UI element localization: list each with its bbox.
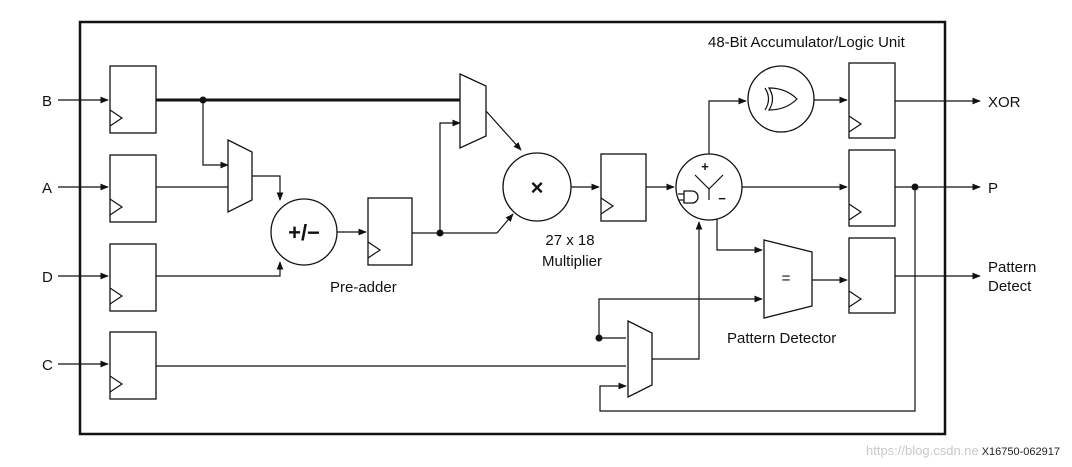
input-a-label: A <box>42 180 52 197</box>
alu-circle <box>675 153 743 221</box>
alu-and-gate-icon <box>683 190 699 204</box>
mux-to-preadder-wire <box>252 175 284 201</box>
output-p-label: P <box>988 180 998 197</box>
ad-to-multiplier-wire <box>496 213 514 234</box>
preadder-symbol: +/− <box>288 220 320 245</box>
ab-mux <box>227 138 253 214</box>
ad-to-bmux-wire <box>439 119 461 233</box>
multiplier-input-mux <box>459 72 487 150</box>
cmux-to-alu-wire <box>652 221 703 360</box>
cp-mux <box>627 319 653 399</box>
xor-gate-icon <box>767 87 798 111</box>
pattern-detector-label: Pattern Detector <box>727 330 836 347</box>
register-c <box>109 331 157 400</box>
c-to-pattern-wire <box>598 295 763 338</box>
alu-to-pattern-wire <box>716 219 763 254</box>
dsp-slice-frame <box>78 20 947 436</box>
pattern-equal-symbol: = <box>782 270 791 287</box>
watermark-text: https://blog.csdn.ne <box>866 443 979 458</box>
multiplier-size-label: 27 x 18 <box>545 232 594 249</box>
alu-y-left <box>694 174 710 190</box>
register-xor-out <box>848 62 896 139</box>
register-b <box>109 65 157 134</box>
pattern-detector-block <box>763 239 813 319</box>
register-a <box>109 154 157 223</box>
alu-y-right <box>708 174 724 190</box>
preadder-label: Pre-adder <box>330 279 397 296</box>
register-m <box>600 153 647 222</box>
register-d <box>109 243 157 312</box>
alu-plus-sign: + <box>701 159 709 174</box>
accumulator-title: 48-Bit Accumulator/Logic Unit <box>708 34 906 51</box>
alu-minus-sign: − <box>718 191 726 206</box>
input-b-label: B <box>42 93 52 110</box>
d-to-preadder-wire <box>156 261 284 277</box>
multiplier-symbol: × <box>531 175 544 200</box>
output-pattern-label-2: Detect <box>988 278 1032 295</box>
alu-to-xor-wire <box>708 97 747 154</box>
input-d-label: D <box>42 269 53 286</box>
output-pattern-label-1: Pattern <box>988 259 1036 276</box>
figure-id: X16750-062917 <box>982 446 1060 458</box>
register-p-out <box>848 149 896 227</box>
xor-circle <box>747 65 815 133</box>
register-ad <box>367 197 413 266</box>
p-feedback-wire <box>599 187 916 412</box>
register-pattern-out <box>848 237 896 314</box>
b-to-mux-wire <box>202 100 229 169</box>
input-c-label: C <box>42 357 53 374</box>
bmux-to-multiplier-wire <box>485 110 522 151</box>
multiplier-label: Multiplier <box>542 253 602 270</box>
xor-gate-back-icon <box>764 87 770 111</box>
output-xor-label: XOR <box>988 94 1021 111</box>
